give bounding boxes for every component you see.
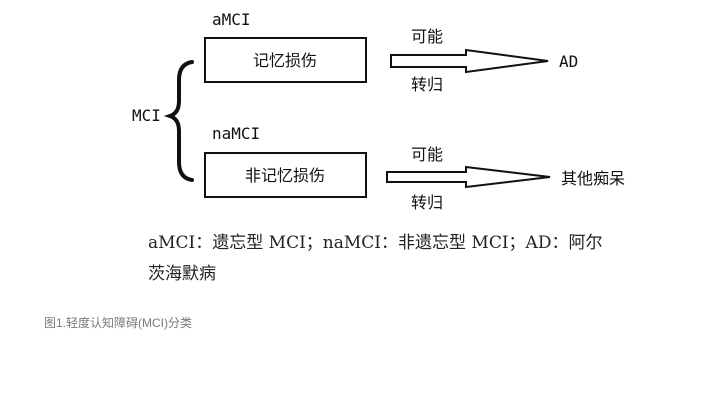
hollow-arrow-2 [386,165,551,189]
abbreviation-legend: aMCI：遗忘型 MCI；naMCI：非遗忘型 MCI；AD：阿尔 茨海默病 [148,228,668,290]
arrow-label-bottom-1: 转归 [411,75,443,94]
box-label-non-memory: 非记忆损伤 [245,166,325,185]
curly-brace [163,60,194,182]
root-label: MCI [132,106,161,125]
box-label-memory: 记忆损伤 [253,51,317,70]
subtype-label-namci: naMCI [212,124,260,143]
box-non-memory-impairment [204,152,367,198]
mci-classification-diagram: MCI aMCI 记忆损伤 可能 转归 AD naMCI 非记忆损伤 可能 转归… [132,10,625,212]
arrow-label-top-1: 可能 [411,27,443,46]
box-memory-impairment [204,37,367,83]
arrow-label-bottom-2: 转归 [411,193,443,212]
subtype-label-amci: aMCI [212,10,251,29]
legend-line-1: aMCI：遗忘型 MCI；naMCI：非遗忘型 MCI；AD：阿尔 [148,233,603,253]
figure-caption: 图1.轻度认知障碍(MCI)分类 [44,316,192,330]
hollow-arrow-1 [390,48,549,74]
arrow-label-top-2: 可能 [411,145,443,164]
outcome-other-dementia: 其他痴呆 [561,169,625,188]
legend-line-2: 茨海默病 [148,264,216,284]
outcome-ad: AD [559,52,578,71]
